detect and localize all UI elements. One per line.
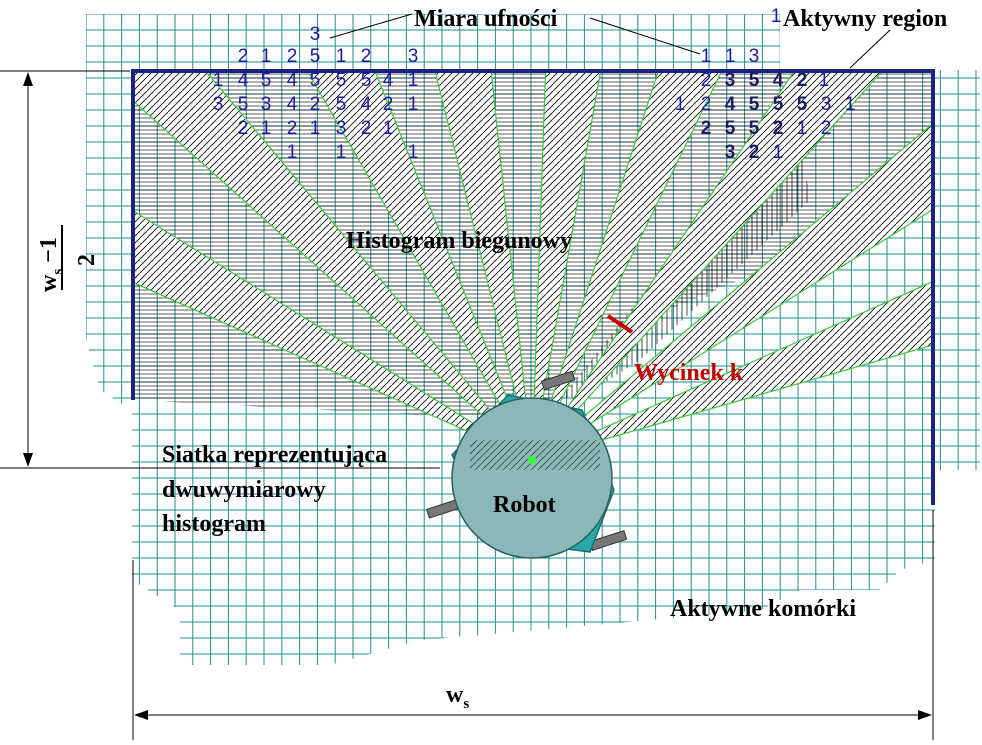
polar-sector-hatch	[132, 72, 533, 461]
confidence-value: 3	[749, 46, 760, 67]
confidence-value: 1	[771, 6, 782, 27]
confidence-value: 1	[408, 142, 419, 163]
confidence-value: 5	[749, 94, 760, 115]
callout-lines	[329, 13, 891, 69]
polar-sector-hatch	[531, 72, 932, 461]
confidence-value: 5	[749, 118, 760, 139]
confidence-value: 2	[383, 94, 394, 115]
confidence-value: 1	[287, 142, 298, 163]
robot-label: Robot	[493, 492, 556, 518]
confidence-value: 5	[336, 94, 347, 115]
robot: Robot	[425, 370, 628, 559]
confidence-value: 1	[725, 46, 736, 67]
confidence-value: 2	[701, 118, 712, 139]
confidence-value: 1	[408, 94, 419, 115]
confidence-value: 2	[749, 142, 760, 163]
sector-k-label: Wycinek k	[634, 360, 744, 386]
confidence-value: 1	[261, 46, 272, 67]
robot-center	[528, 456, 536, 464]
half-width-numerator: ws −1	[36, 237, 66, 292]
confidence-value: 2	[821, 118, 832, 139]
confidence-value: 2	[287, 46, 298, 67]
confidence-value: 5	[238, 94, 249, 115]
grid-label-line1: Siatka reprezentująca	[162, 442, 387, 468]
confidence-value: 1	[773, 142, 784, 163]
confidence-value: 4	[725, 94, 736, 115]
confidence-value: 2	[238, 46, 249, 67]
confidence-value: 1	[261, 118, 272, 139]
confidence-value: 5	[361, 70, 372, 91]
polar-sector-hatch	[313, 72, 533, 461]
confidence-value: 5	[797, 94, 808, 115]
confidence-value: 3	[821, 94, 832, 115]
confidence-value: 4	[287, 70, 298, 91]
polar-sector-hatch	[531, 72, 928, 461]
confidence-value: 1	[336, 142, 347, 163]
robot-disc	[451, 397, 613, 559]
confidence-value: 1	[675, 94, 686, 115]
confidence-value: 4	[238, 70, 249, 91]
confidence-value: 1	[845, 94, 856, 115]
confidence-value: 2	[773, 118, 784, 139]
confidence-value: 3	[725, 70, 736, 91]
robot-sensor-top	[540, 370, 576, 391]
polar-sector-hatch	[531, 72, 689, 461]
confidence-value: 2	[287, 118, 298, 139]
polar-sector-hatch	[531, 72, 932, 461]
half-width-denominator: 2	[74, 254, 100, 266]
confidence-value: 4	[773, 70, 784, 91]
confidence-value: 5	[310, 70, 321, 91]
confidence-value: 1	[408, 70, 419, 91]
horizontal-hatch-region	[134, 72, 932, 420]
confidence-value: 5	[725, 118, 736, 139]
confidence-value: 4	[383, 70, 394, 91]
confidence-label: Miara ufności	[414, 6, 558, 32]
confidence-value: 5	[749, 70, 760, 91]
confidence-value: 1	[310, 118, 321, 139]
confidence-value: 4	[287, 94, 298, 115]
confidence-value: 2	[701, 94, 712, 115]
confidence-value: 5	[336, 70, 347, 91]
active-cells-label: Aktywne komórki	[670, 596, 856, 622]
confidence-value: 1	[336, 46, 347, 67]
grid-label-line3: histogram	[162, 511, 266, 537]
confidence-value: 3	[336, 118, 347, 139]
polar-sector-hatch	[132, 72, 533, 461]
confidence-value: 3	[261, 94, 272, 115]
sector-k-marker	[606, 314, 634, 334]
confidence-value: 3	[310, 24, 321, 45]
polar-sectors	[132, 72, 932, 461]
polar-histogram-label: Histogram biegunowy	[346, 228, 572, 254]
width-dimension	[132, 510, 934, 740]
confidence-value: 2	[361, 46, 372, 67]
confidence-value: 2	[361, 118, 372, 139]
confidence-value: 5	[773, 94, 784, 115]
confidence-value: 1	[701, 46, 712, 67]
confidence-value: 2	[797, 70, 808, 91]
confidence-value: 1	[383, 118, 394, 139]
confidence-value: 1	[797, 118, 808, 139]
robot-hatch	[470, 440, 600, 470]
active-region-frame	[131, 69, 935, 505]
polar-sector-hatch	[531, 93, 932, 461]
confidence-value: 3	[408, 46, 419, 67]
confidence-value: 2	[701, 70, 712, 91]
width-label: ws	[446, 682, 469, 712]
confidence-value: 4	[361, 94, 372, 115]
grid-label-line2: dwuwymiarowy	[162, 477, 326, 503]
confidence-value: 3	[213, 94, 224, 115]
confidence-value: 2	[310, 94, 321, 115]
half-width-dimension	[0, 70, 440, 469]
confidence-value: 1	[819, 70, 830, 91]
confidence-value: 5	[261, 70, 272, 91]
polar-sector-hatch	[132, 72, 533, 461]
confidence-value: 2	[238, 118, 249, 139]
confidence-value: 3	[725, 142, 736, 163]
confidence-value: 1	[213, 70, 224, 91]
active-region-label: Aktywny region	[783, 6, 947, 32]
confidence-value: 5	[310, 46, 321, 67]
